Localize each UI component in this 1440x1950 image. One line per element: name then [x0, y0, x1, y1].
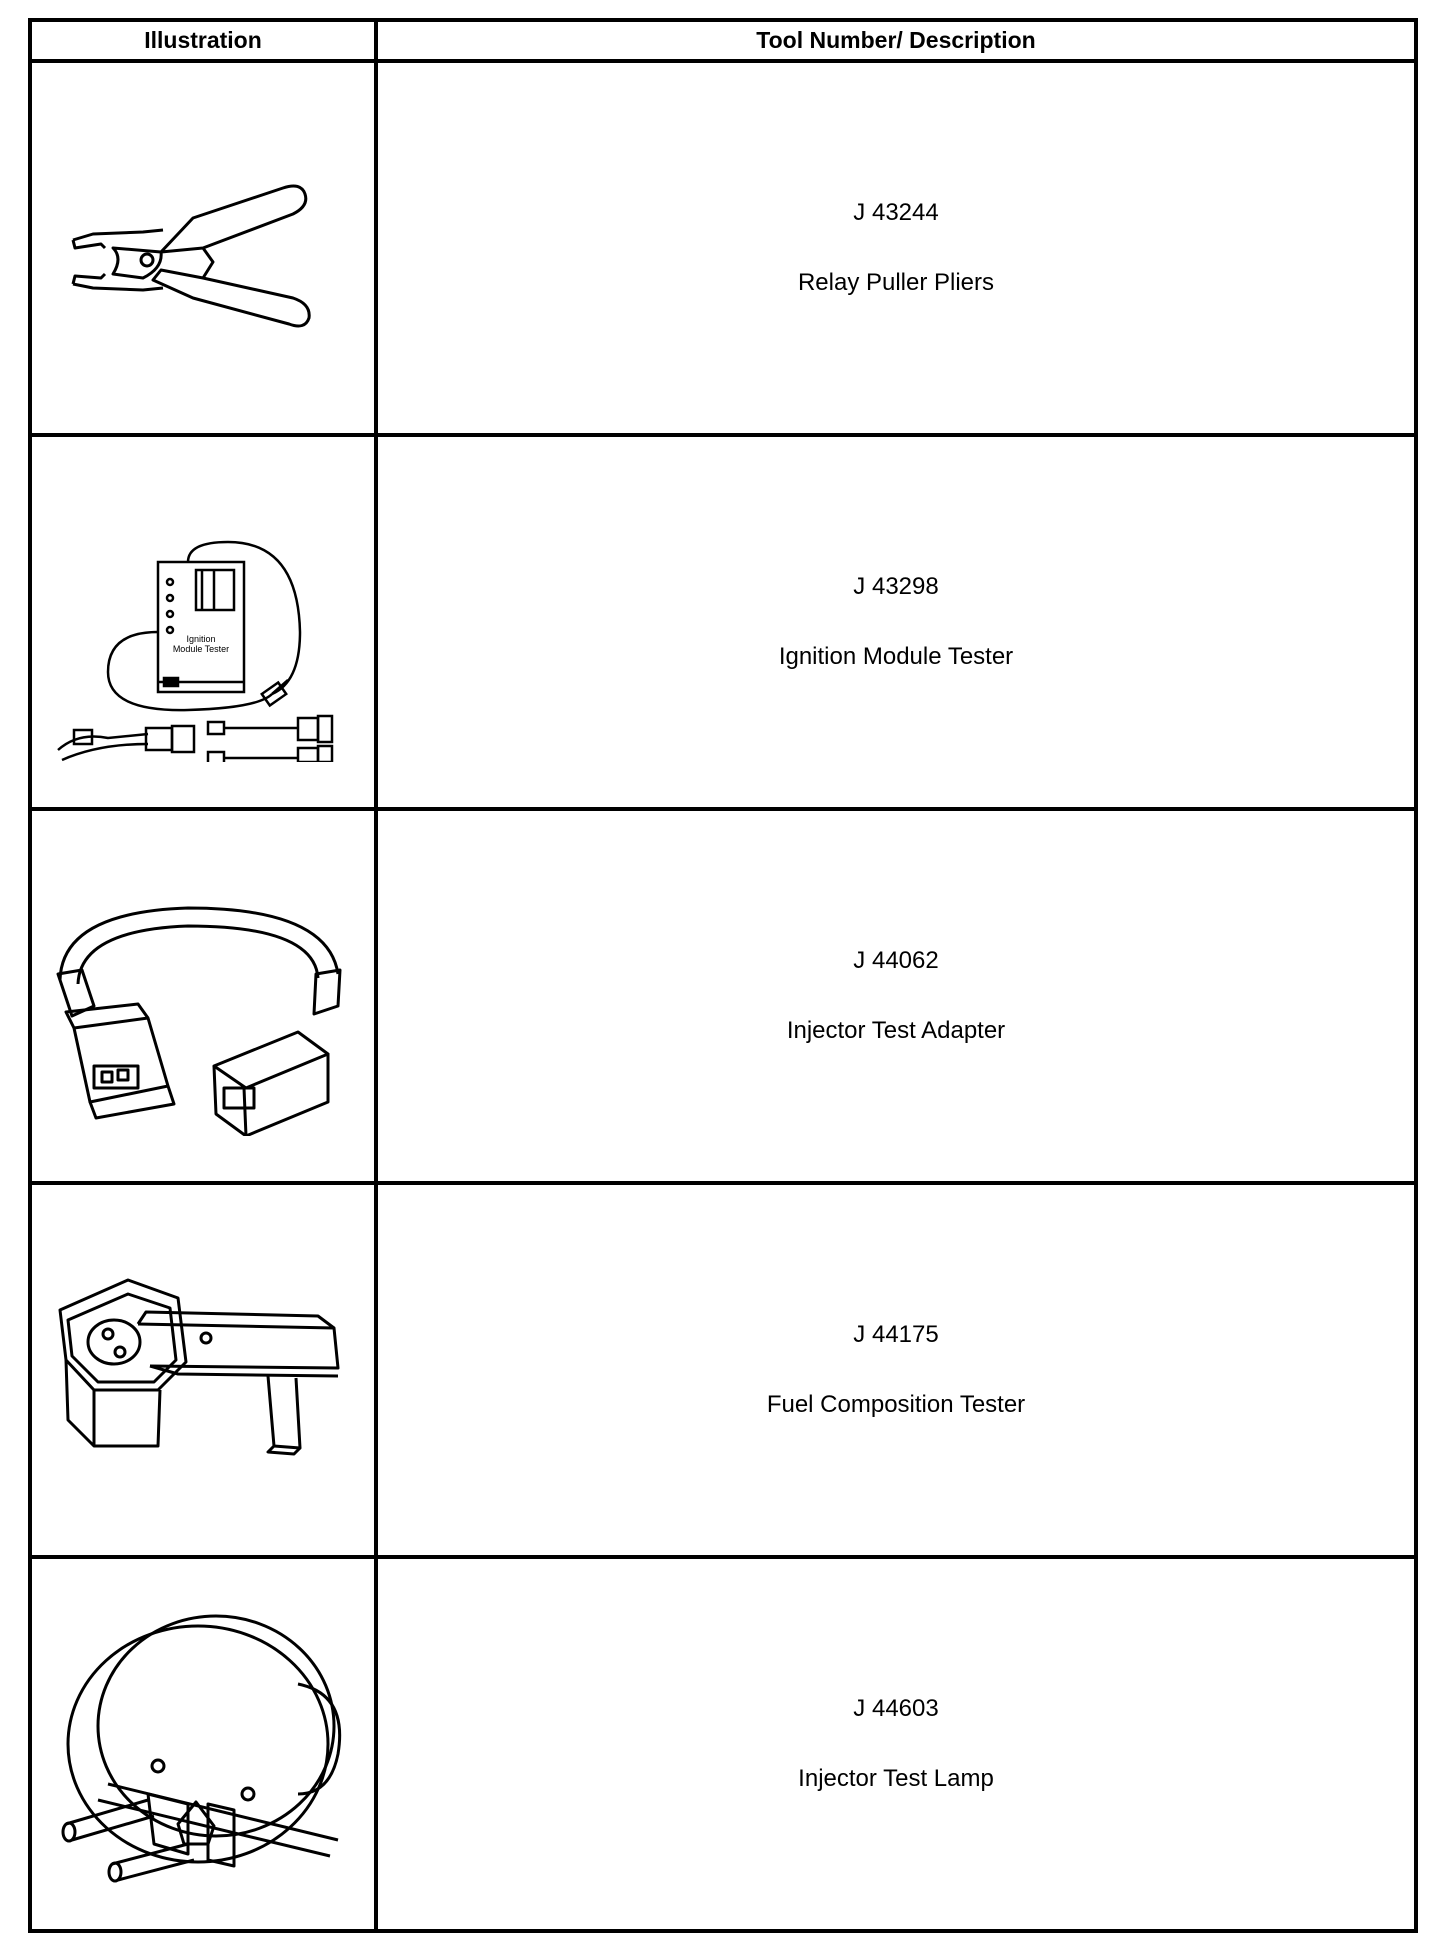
- description-cell: J 44175 Fuel Composition Tester: [374, 1181, 1418, 1559]
- tool-number: J 43298: [853, 573, 939, 600]
- illustration-cell: [28, 807, 378, 1185]
- injector-test-adapter-icon: [56, 906, 342, 1136]
- table-row: J 44603 Injector Test Lamp: [28, 1555, 1418, 1933]
- table-row: J 44062 Injector Test Adapter: [28, 807, 1418, 1185]
- tool-name: Injector Test Lamp: [798, 1765, 994, 1792]
- injector-test-lamp-icon: [61, 1614, 342, 1883]
- description-header: Tool Number/ Description: [374, 18, 1418, 63]
- special-tools-table: Illustration Tool Number/ Description: [28, 18, 1418, 1933]
- tool-name: Fuel Composition Tester: [766, 1391, 1026, 1418]
- illustration-cell: [28, 1555, 378, 1933]
- description-cell: J 44603 Injector Test Lamp: [374, 1555, 1418, 1933]
- relay-puller-pliers-icon: [71, 184, 311, 328]
- tool-number: J 44175: [853, 1321, 939, 1348]
- tool-name: Ignition Module Tester: [778, 643, 1014, 670]
- description-cell: J 43244 Relay Puller Pliers: [374, 59, 1418, 437]
- description-cell: J 44062 Injector Test Adapter: [374, 807, 1418, 1185]
- illustration-header: Illustration: [28, 18, 378, 63]
- illustration-cell: [28, 59, 378, 437]
- illustration-cell: [28, 1181, 378, 1559]
- tool-number: J 44603: [853, 1695, 939, 1722]
- table-row: J 43244 Relay Puller Pliers: [28, 59, 1418, 437]
- tool-name: Relay Puller Pliers: [797, 269, 995, 296]
- tool-number: J 43244: [853, 199, 939, 226]
- tool-number: J 44062: [853, 947, 939, 974]
- header-row: Illustration Tool Number/ Description: [28, 18, 1418, 63]
- table-row: J 44175 Fuel Composition Tester: [28, 1181, 1418, 1559]
- description-cell: J 43298 Ignition Module Tester: [374, 433, 1418, 811]
- fuel-composition-tester-icon: [58, 1278, 340, 1456]
- tool-name: Injector Test Adapter: [786, 1017, 1006, 1044]
